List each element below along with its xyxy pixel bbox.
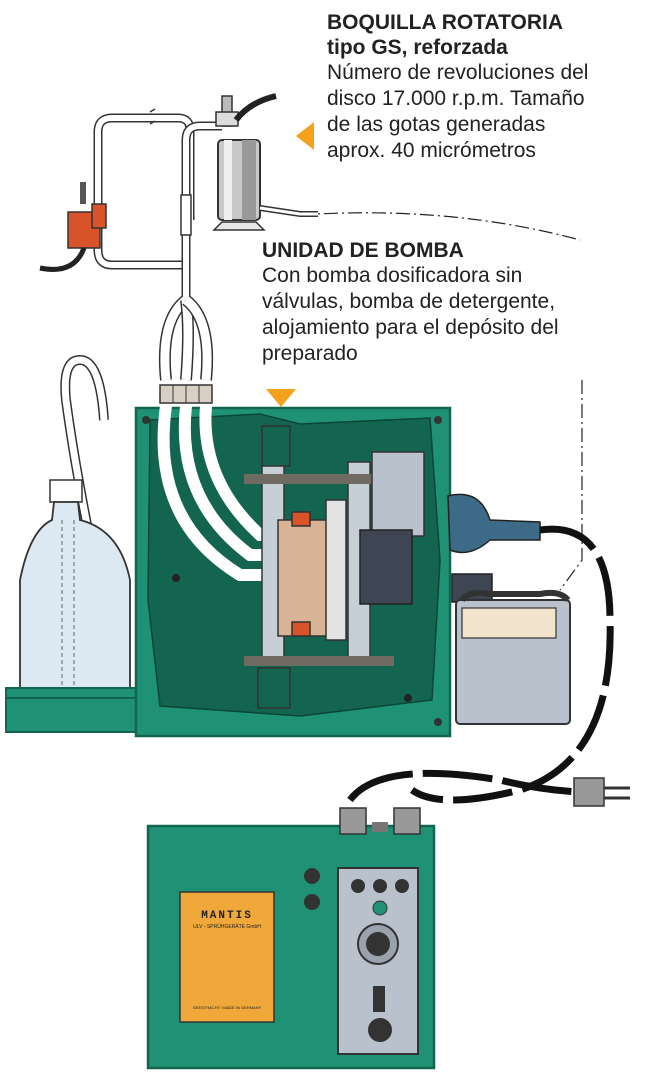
preparation-bottle (5, 354, 139, 733)
power-cable (409, 525, 614, 804)
brand-subtitle: ULV - SPRÜHGERÄTE GmbH (193, 924, 261, 930)
pump-label: UNIDAD DE BOMBA Con bomba dosificadora s… (262, 238, 652, 367)
brand-plate: MANTIS ULV - SPRÜHGERÄTE GmbH GEESTHACHT… (180, 892, 274, 1022)
pump-title: UNIDAD DE BOMBA (262, 239, 464, 262)
nozzle-description: Número de revoluciones del disco 17.000 … (327, 61, 589, 162)
nozzle-callout-line (299, 212, 581, 241)
pump-callout-line (559, 380, 583, 591)
nozzle-pointer-arrow (296, 122, 314, 150)
return-tube (93, 113, 195, 270)
pump-description: Con bomba dosificadora sin válvulas, bom… (262, 264, 559, 365)
nozzle-title-line2: tipo GS, reforzada (327, 36, 508, 59)
nozzle-title-line1: BOQUILLA ROTATORIA (327, 11, 564, 34)
rotary-nozzle (212, 93, 318, 231)
brand-logo: MANTIS (201, 910, 253, 922)
power-pack (455, 589, 571, 725)
solenoid-valve (39, 182, 107, 272)
y-split-tubes (158, 295, 214, 404)
pump-pointer-arrow (266, 389, 296, 407)
control-box (146, 807, 436, 1070)
pump-housing (134, 405, 541, 738)
nozzle-label: BOQUILLA ROTATORIA tipo GS, reforzada Nú… (327, 10, 655, 164)
brand-footer: GEESTHACHT / MADE IN GERMANY (192, 1005, 262, 1010)
